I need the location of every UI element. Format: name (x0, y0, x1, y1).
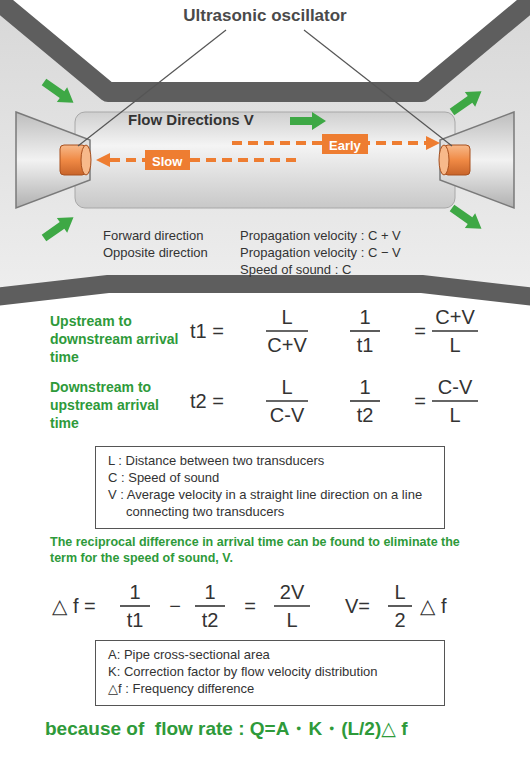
definition-text: L : Distance between two transducers (108, 453, 432, 470)
tag-text: Early (329, 138, 361, 154)
formula-term: 1 (359, 306, 370, 329)
oscillator-face (439, 145, 449, 175)
leader-line (304, 30, 452, 146)
formula-term: L (286, 609, 297, 632)
pipe-wall (0, 284, 530, 297)
tag-text: Slow (152, 154, 182, 170)
formula-term: t1 (357, 334, 374, 357)
fraction-bar (120, 605, 150, 607)
formula-term: L (281, 306, 292, 329)
velocity-note: Propagation velocity : C − V (240, 246, 401, 261)
fraction-bar (266, 330, 308, 332)
arrow-head (426, 136, 440, 150)
oscillator-face (81, 145, 91, 175)
definition-text: C : Speed of sound (108, 470, 432, 487)
flow-direction-arrow (290, 112, 326, 130)
note-text: The reciprocal difference in arrival tim… (50, 534, 490, 567)
velocity-note: Speed of sound : C (240, 263, 351, 278)
formula-term: V= (345, 595, 370, 618)
formula-term: L (394, 581, 405, 604)
formula-term: t2 (357, 404, 374, 427)
formula-term: △ f (420, 595, 447, 618)
result-formula: because of flow rate : Q=A・K・(L/2)△ f (45, 718, 407, 740)
formula-term: L (281, 376, 292, 399)
formula-term: △ f = (52, 595, 96, 618)
flow-arrows (39, 75, 487, 246)
pipe-interior (0, 8, 530, 298)
fraction-bar (432, 400, 478, 402)
formula-term: − (169, 595, 181, 618)
part-label: Ultrasonic oscillator (179, 6, 350, 26)
formula-term: C+V (267, 334, 306, 357)
fraction-bar (388, 605, 412, 607)
velocity-note: Propagation velocity : C + V (240, 229, 401, 244)
fraction-bar (350, 330, 380, 332)
formula-term: 1 (359, 376, 370, 399)
inner-pipe (75, 112, 455, 208)
definition-text: K: Correction factor by flow velocity di… (108, 664, 432, 681)
fraction-bar (350, 400, 380, 402)
formula-term: t2 = (190, 390, 224, 413)
flow-label: Flow Directions V (128, 111, 254, 128)
formula-term: t1 = (190, 320, 224, 343)
formula-term: 2V (280, 581, 304, 604)
formula-term: 2 (394, 609, 405, 632)
fraction-bar (432, 330, 478, 332)
formula-term: C-V (438, 376, 472, 399)
formula-term: C-V (270, 404, 304, 427)
direction-note: Forward direction (103, 229, 203, 244)
arrow-head (96, 153, 110, 167)
direction-note: Opposite direction (103, 246, 208, 261)
definition-text: △f : Frequency difference (108, 681, 432, 698)
pipe-wall (0, 0, 530, 92)
formula-term: t2 (202, 609, 219, 632)
definition-text: A: Pipe cross-sectional area (108, 647, 432, 664)
fraction-bar (274, 605, 310, 607)
direction-tag: Early (322, 134, 368, 154)
formula-term: L (449, 404, 460, 427)
flow-arrow (39, 75, 79, 110)
transducer-horn (440, 112, 514, 208)
row-heading: Upstream to downstream arrival time (50, 312, 180, 367)
fraction-bar (195, 605, 225, 607)
upstream-sound-path (110, 158, 300, 162)
formula-term: L (449, 334, 460, 357)
fraction-bar (266, 400, 308, 402)
formula-term: 1 (129, 581, 140, 604)
leader-line (78, 30, 226, 146)
direction-tag: Slow (145, 150, 190, 170)
flow-arrow (39, 210, 79, 245)
transducer-horn (16, 112, 90, 208)
formula-term: 1 (204, 581, 215, 604)
row-heading: Downstream to upstream arrival time (50, 378, 180, 433)
formula-term: = (414, 390, 426, 413)
definition-box: L : Distance between two transducersC : … (95, 446, 445, 529)
definition-text: V : Average velocity in a straight line … (108, 487, 432, 521)
formula-term: t1 (127, 609, 144, 632)
formula-term: = (414, 320, 426, 343)
formula-term: C+V (435, 306, 474, 329)
flow-arrow (447, 84, 487, 119)
definition-box: A: Pipe cross-sectional areaK: Correctio… (95, 640, 445, 706)
flow-arrow (447, 201, 487, 236)
formula-term: = (244, 595, 256, 618)
